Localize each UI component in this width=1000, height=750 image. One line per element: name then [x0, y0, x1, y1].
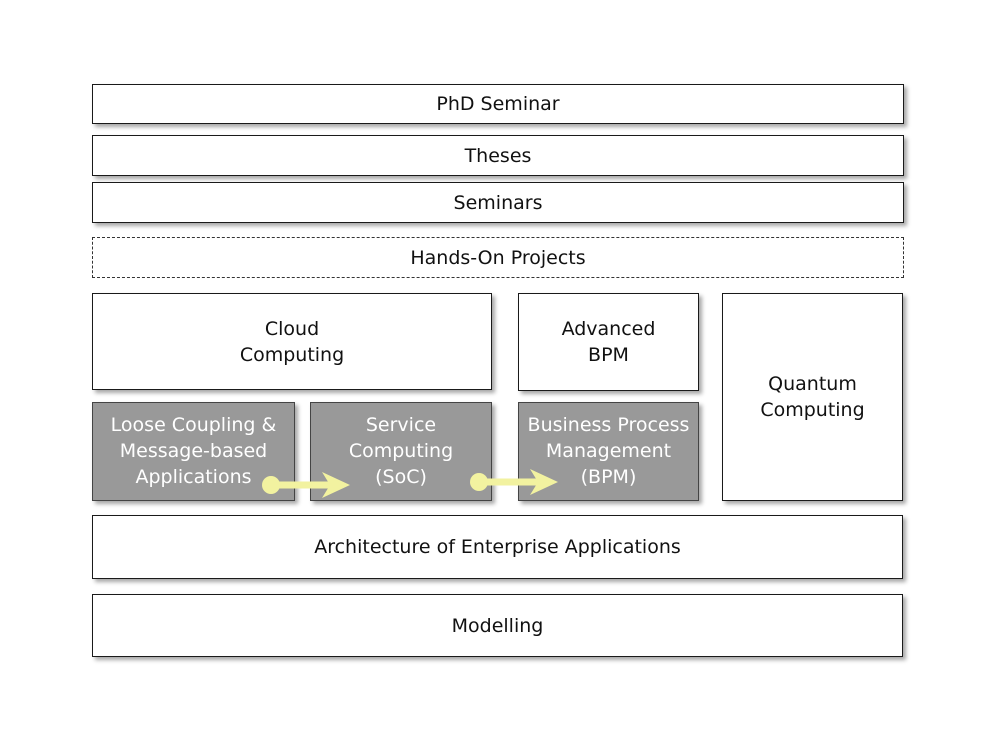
- hands-on-projects-box: Hands-On Projects: [92, 237, 904, 278]
- modelling-box: Modelling: [92, 594, 903, 657]
- advanced-bpm-box: Advanced BPM: [518, 293, 699, 391]
- architecture-label: Architecture of Enterprise Applications: [314, 536, 681, 558]
- hands-on-projects-label: Hands-On Projects: [410, 246, 586, 269]
- seminars-box: Seminars: [92, 182, 904, 223]
- business-process-management-box: Business Process Management (BPM): [518, 402, 699, 501]
- architecture-box: Architecture of Enterprise Applications: [92, 515, 903, 579]
- theses-label: Theses: [464, 144, 532, 167]
- phd-seminar-box: PhD Seminar: [92, 84, 904, 124]
- quantum-computing-label: Quantum Computing: [760, 373, 865, 421]
- phd-seminar-label: PhD Seminar: [436, 93, 560, 115]
- seminars-label: Seminars: [453, 191, 543, 214]
- loose-coupling-box: Loose Coupling & Message-based Applicati…: [92, 402, 295, 501]
- cloud-computing-box: Cloud Computing: [92, 293, 492, 390]
- advanced-bpm-label: Advanced BPM: [561, 318, 656, 366]
- quantum-computing-box: Quantum Computing: [722, 293, 903, 501]
- service-computing-label: Service Computing (SoC): [348, 413, 454, 488]
- cloud-computing-label: Cloud Computing: [239, 317, 345, 366]
- theses-box: Theses: [92, 135, 904, 176]
- modelling-label: Modelling: [451, 614, 544, 637]
- loose-coupling-label: Loose Coupling & Message-based Applicati…: [110, 413, 277, 488]
- business-process-management-label: Business Process Management (BPM): [527, 413, 690, 488]
- service-computing-box: Service Computing (SoC): [310, 402, 492, 501]
